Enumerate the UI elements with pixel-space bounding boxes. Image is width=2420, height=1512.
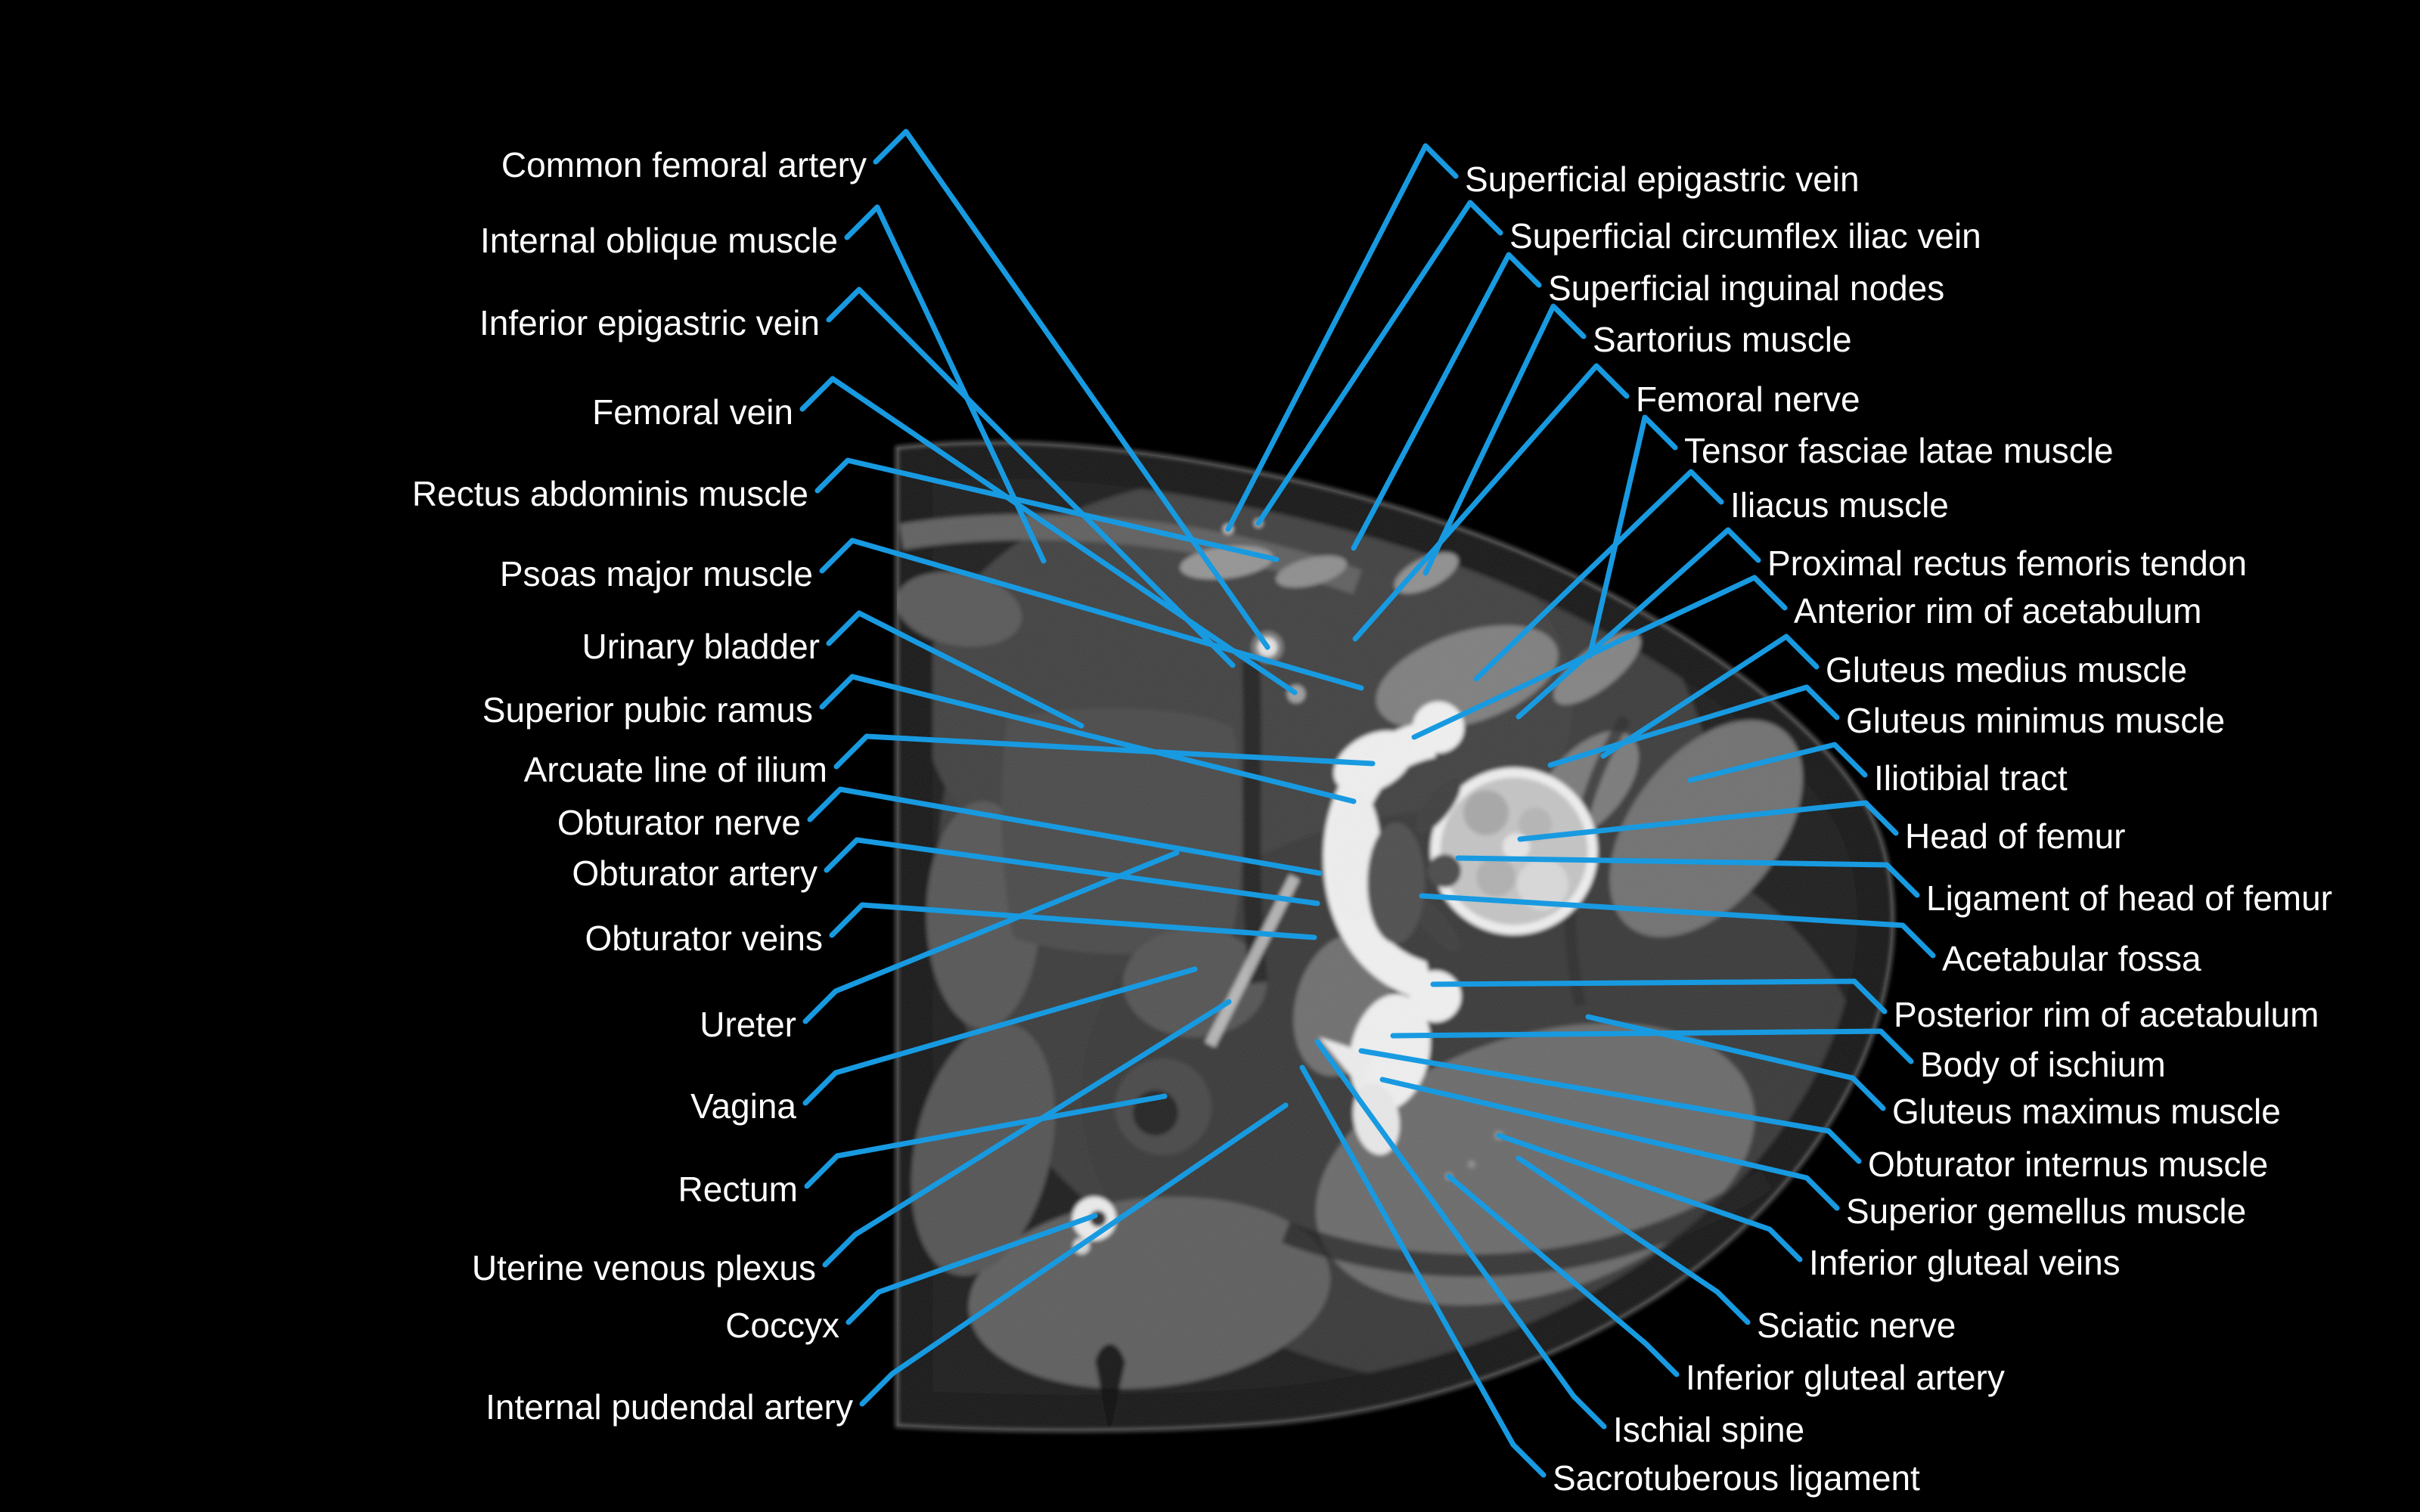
- leader-line-head-of-femur: [1517, 800, 1899, 842]
- leader-line-gluteus-minimus-muscle: [1547, 684, 1840, 768]
- leader-line-inferior-gluteal-artery: [1446, 1173, 1680, 1377]
- leader-line-superficial-inguinal-nodes: [1351, 252, 1542, 551]
- leader-line-sciatic-nerve: [1516, 1155, 1751, 1325]
- leader-line-rectum: [804, 1093, 1168, 1189]
- leader-line-superior-pubic-ramus: [819, 674, 1357, 804]
- leader-line-iliotibial-tract: [1687, 742, 1868, 783]
- leader-line-common-femoral-artery: [873, 129, 1270, 650]
- leader-line-uterine-venous-plexus: [822, 999, 1232, 1268]
- leader-line-sartorius-muscle: [1423, 303, 1587, 576]
- leader-line-internal-oblique-muscle: [844, 204, 1047, 564]
- leader-line-urinary-bladder: [826, 610, 1084, 729]
- leader-line-internal-pudendal-artery: [859, 1102, 1289, 1407]
- leader-line-ligament-of-head-of-femur: [1455, 855, 1920, 898]
- leader-line-psoas-major-muscle: [819, 538, 1364, 691]
- leader-line-obturator-internus-muscle: [1358, 1048, 1862, 1164]
- leader-line-sacrotuberous-ligament: [1299, 1064, 1547, 1478]
- leader-line-obturator-nerve: [807, 786, 1323, 876]
- leader-line-gluteus-maximus-muscle: [1585, 1014, 1886, 1111]
- leader-line-superior-gemellus-muscle: [1379, 1077, 1840, 1211]
- leader-line-inferior-gluteal-veins: [1496, 1132, 1803, 1263]
- leader-line-coccyx: [845, 1213, 1098, 1325]
- leader-line-vagina: [802, 966, 1198, 1106]
- leader-line-gluteus-medius-muscle: [1600, 634, 1820, 759]
- leader-line-body-of-ischium: [1390, 1028, 1914, 1064]
- leader-line-obturator-artery: [824, 837, 1320, 906]
- leader-line-inferior-epigastric-vein: [826, 287, 1236, 668]
- leader-line-ischial-spine: [1314, 1039, 1607, 1430]
- leader-line-superficial-circumflex-iliac-vein: [1255, 200, 1503, 526]
- leader-line-rectus-abdominis-muscle: [814, 457, 1280, 562]
- leader-line-ureter: [802, 850, 1180, 1024]
- leader-line-tensor-fasciae-latae-muscle: [1587, 414, 1678, 659]
- leader-line-superficial-epigastric-vein: [1225, 143, 1459, 532]
- leader-line-acetabular-fossa: [1419, 893, 1936, 959]
- leader-line-iliacus-muscle: [1473, 469, 1724, 682]
- leader-line-obturator-veins: [829, 902, 1317, 940]
- leader-line-posterior-rim-of-acetabulum: [1430, 978, 1888, 1015]
- leader-line-arcuate-line-of-ilium: [833, 733, 1376, 770]
- leader-line-femoral-nerve: [1352, 363, 1630, 642]
- leader-line-anterior-rim-of-acetabulum: [1411, 575, 1788, 740]
- leader-line-femoral-vein: [799, 376, 1298, 696]
- leader-lines: [799, 129, 1936, 1478]
